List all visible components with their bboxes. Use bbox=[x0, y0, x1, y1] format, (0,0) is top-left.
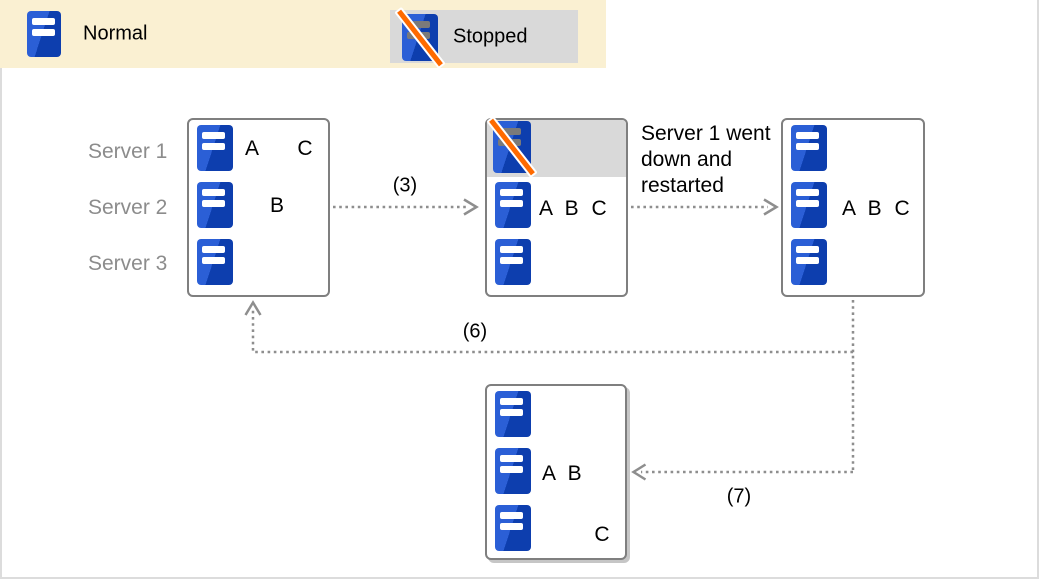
legend-normal-label: Normal bbox=[83, 22, 148, 45]
icon-bar bbox=[796, 200, 819, 207]
server1-label: Server 1 bbox=[88, 140, 168, 163]
icon-bar bbox=[202, 143, 225, 150]
icon-bar bbox=[796, 143, 819, 150]
server2-icon bbox=[197, 182, 233, 228]
icon-bar bbox=[500, 398, 523, 405]
normal-server-icon bbox=[27, 11, 61, 57]
node-box-failover: A B C bbox=[485, 115, 628, 297]
icon-bar bbox=[500, 189, 523, 196]
server3-icon bbox=[197, 239, 233, 285]
annotation-line: Server 1 went bbox=[641, 122, 771, 145]
group-letter: C bbox=[297, 137, 313, 160]
icon-bar bbox=[407, 21, 430, 28]
node-box-failback: A B C bbox=[485, 384, 627, 560]
arrow-restart-head-icon bbox=[763, 198, 779, 216]
arrow-step3-head-icon bbox=[463, 198, 479, 216]
server1-stopped-icon bbox=[486, 115, 538, 179]
annotation-text: Server 1 went down and restarted bbox=[641, 121, 771, 199]
slash-icon bbox=[394, 6, 446, 69]
arrow-step6-head-icon bbox=[244, 300, 262, 316]
icon-bar bbox=[500, 246, 523, 253]
server1-icon bbox=[495, 391, 531, 437]
icon-bar bbox=[202, 200, 225, 207]
icon-bar bbox=[500, 512, 523, 519]
icon-bar bbox=[500, 200, 523, 207]
icon-bar bbox=[202, 246, 225, 253]
group-letter: B bbox=[269, 194, 285, 217]
group-letters: A B C bbox=[539, 197, 607, 220]
icon-bar bbox=[32, 29, 55, 36]
canvas-left-border bbox=[0, 0, 2, 579]
server3-label: Server 3 bbox=[88, 252, 168, 275]
icon-bar bbox=[796, 257, 819, 264]
server2-label: Server 2 bbox=[88, 196, 168, 219]
icon-bar bbox=[500, 257, 523, 264]
arrow-step6-line bbox=[251, 309, 853, 354]
server2-icon bbox=[495, 448, 531, 494]
server3-icon bbox=[791, 239, 827, 285]
icon-bar bbox=[32, 18, 55, 25]
legend-stopped-chip: Stopped bbox=[390, 6, 578, 69]
annotation-line: restarted bbox=[641, 174, 724, 197]
icon-bar bbox=[500, 466, 523, 473]
icon-bar bbox=[796, 132, 819, 139]
group-letter: A bbox=[244, 137, 260, 160]
server3-icon bbox=[495, 505, 531, 551]
server1-icon bbox=[197, 125, 233, 171]
annotation-line: down and bbox=[641, 148, 733, 171]
step7-label: (7) bbox=[726, 485, 752, 508]
stopped-server-icon bbox=[394, 6, 446, 69]
arrow-step7-head-icon bbox=[631, 463, 647, 481]
icon-bar bbox=[500, 523, 523, 530]
icon-bar bbox=[202, 189, 225, 196]
server3-icon bbox=[495, 239, 531, 285]
group-letters: A B C bbox=[842, 197, 910, 220]
canvas-right-border bbox=[1037, 0, 1039, 579]
legend-bar: Normal Stopped bbox=[0, 0, 606, 69]
node-box-restarted: A B C bbox=[781, 118, 925, 297]
icon-bar bbox=[796, 189, 819, 196]
canvas-bottom-border bbox=[0, 577, 1039, 579]
icon-bar bbox=[796, 246, 819, 253]
icon-bar bbox=[500, 455, 523, 462]
icon-bar bbox=[500, 409, 523, 416]
icon-bar bbox=[202, 257, 225, 264]
slash-icon bbox=[486, 115, 538, 179]
server2-icon bbox=[495, 182, 531, 228]
node-box-initial: A C B bbox=[187, 118, 330, 297]
icon-bar bbox=[498, 128, 521, 135]
step3-label: (3) bbox=[392, 174, 418, 197]
legend-stopped-label: Stopped bbox=[453, 25, 528, 47]
icon-bar bbox=[202, 132, 225, 139]
server1-icon bbox=[791, 125, 827, 171]
step6-label: (6) bbox=[462, 320, 488, 343]
group-letters: A B bbox=[542, 462, 582, 485]
server2-icon bbox=[791, 182, 827, 228]
group-letter: C bbox=[594, 523, 610, 546]
